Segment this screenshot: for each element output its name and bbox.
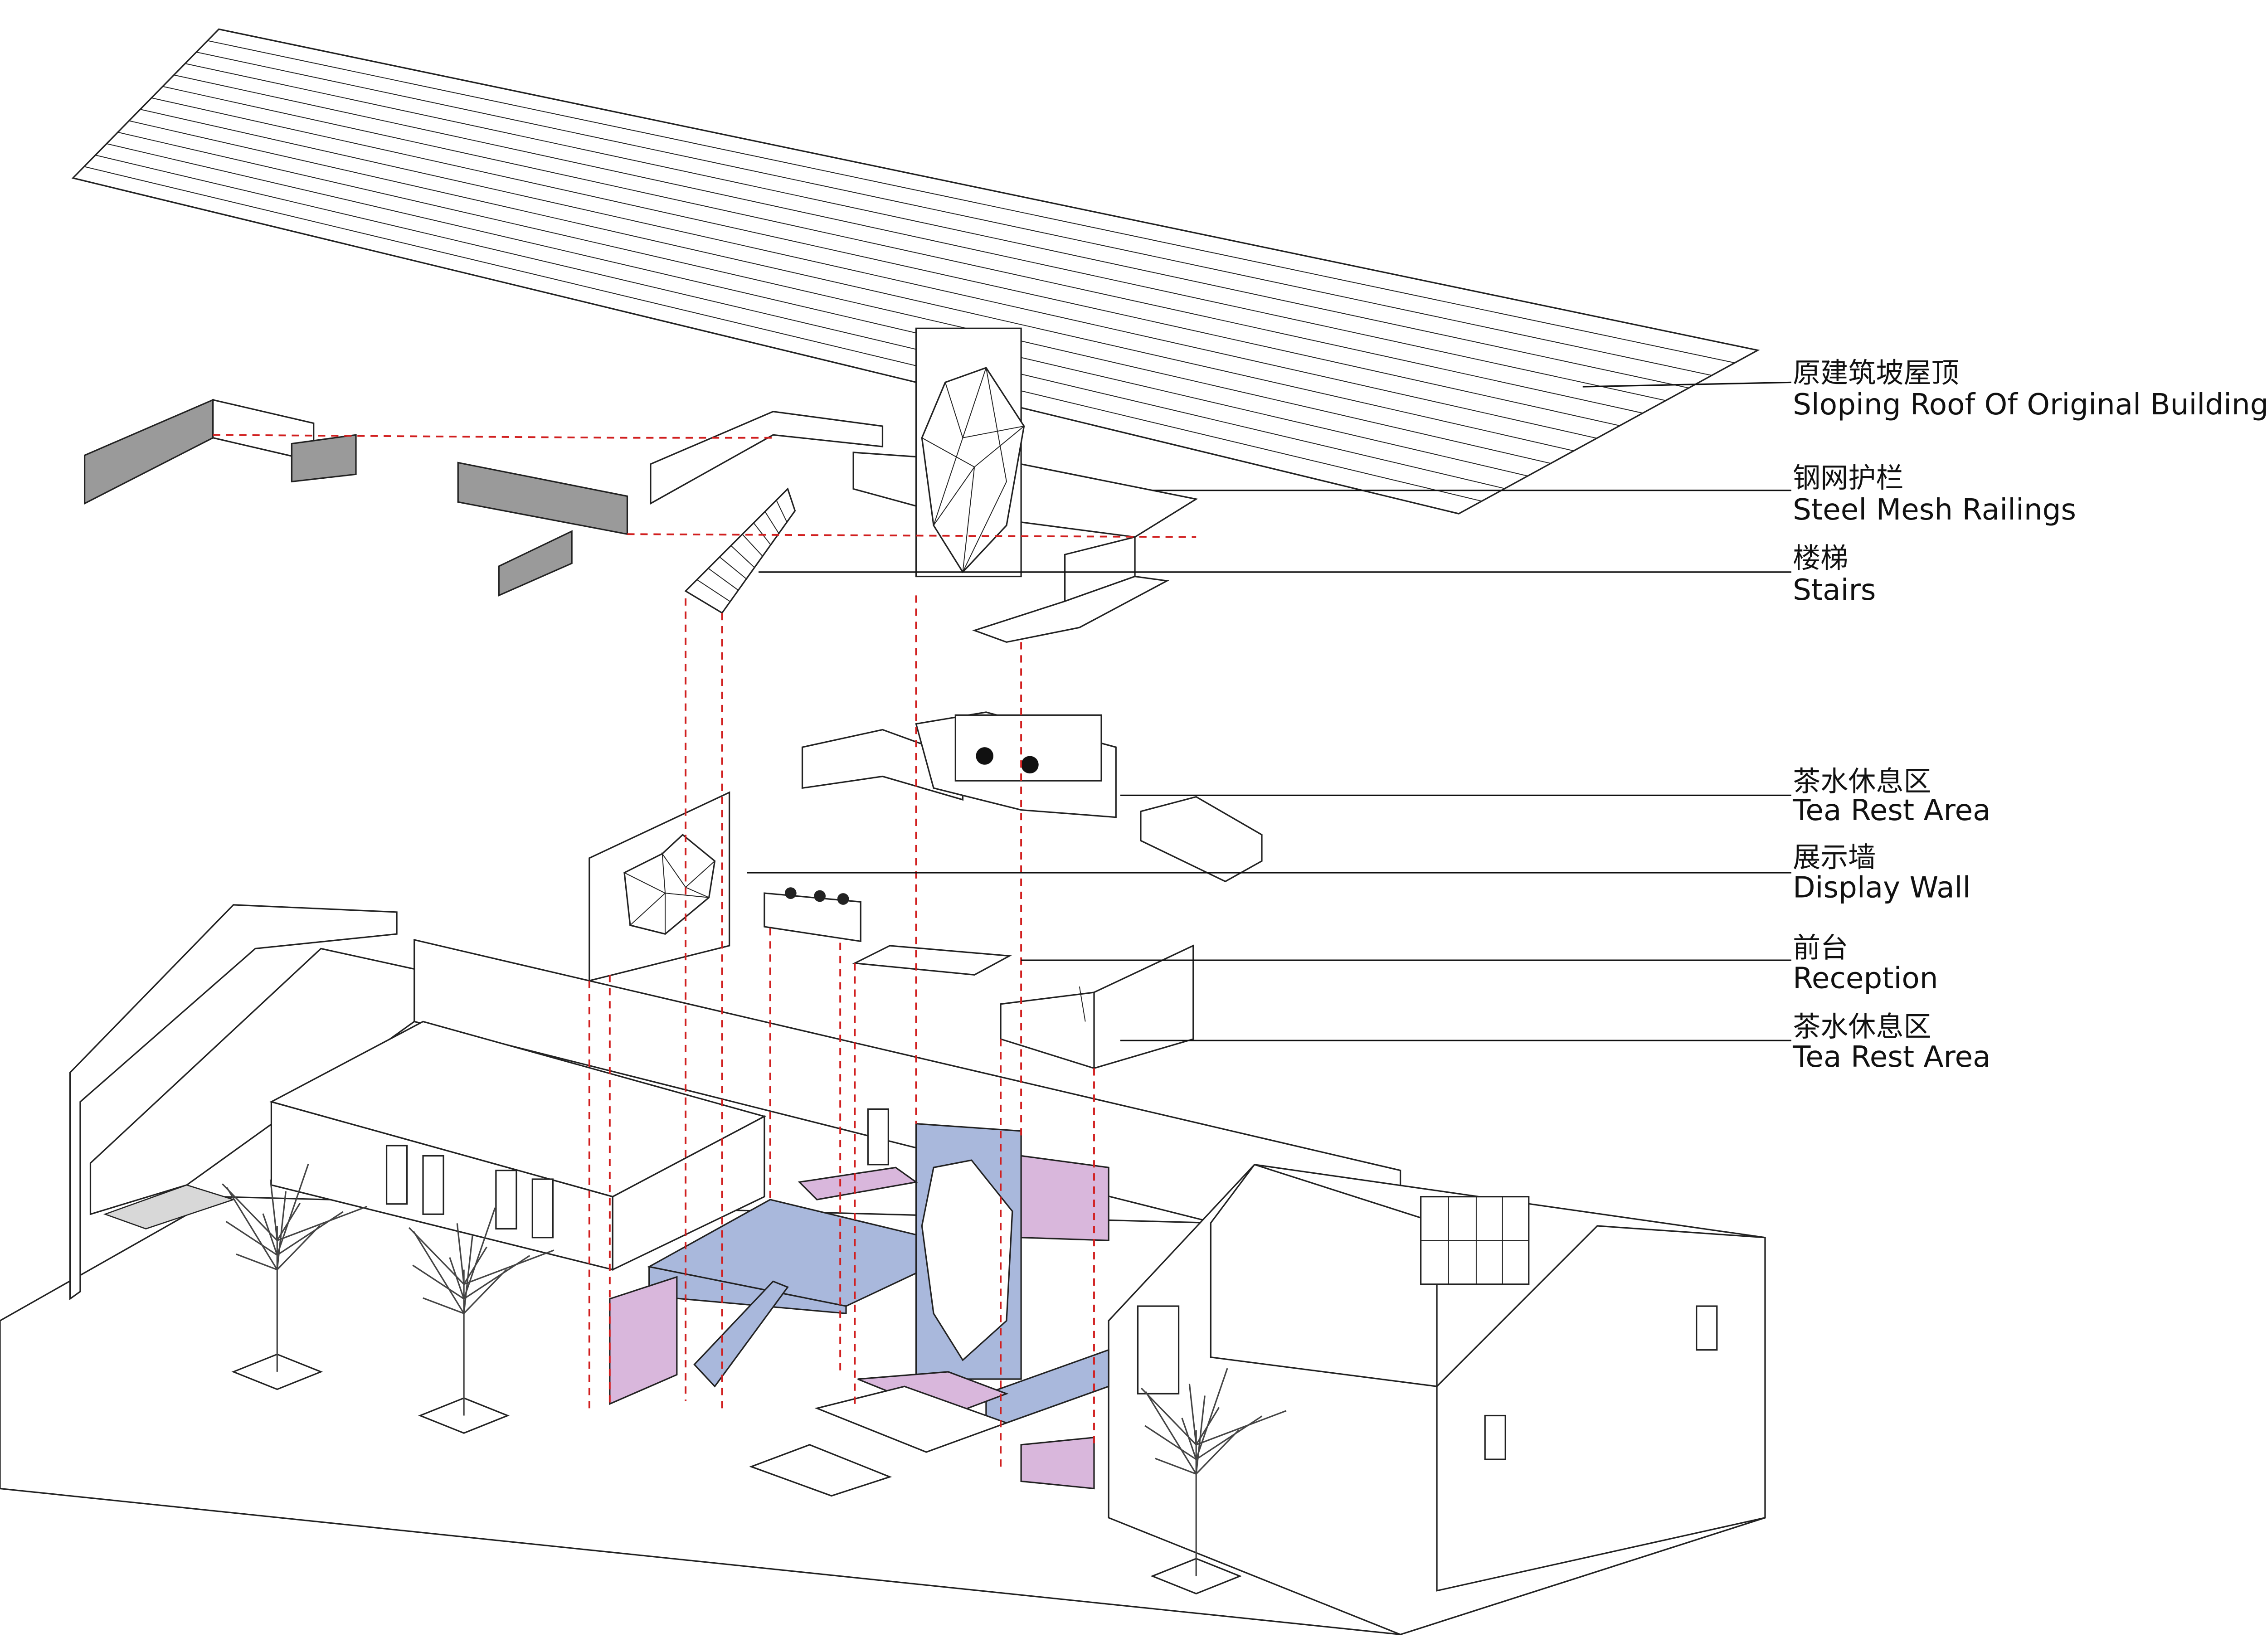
roof-slat [140, 109, 1597, 439]
reception-desk-floating [764, 887, 1012, 976]
tree-branch [409, 1227, 465, 1285]
tree-branch [463, 1249, 555, 1285]
tree-branch [269, 1179, 278, 1241]
roof-slat [129, 120, 1574, 452]
roof-slat [95, 155, 1505, 489]
label-tea-rest-2-zh: 茶水休息区 [1793, 1011, 1931, 1043]
tree-branch [423, 1297, 464, 1314]
label-tea-rest-2-en: Tea Rest Area [1792, 1040, 1991, 1074]
tree-branch [1141, 1387, 1197, 1446]
tree-branch [262, 1213, 278, 1255]
leader-lines [747, 381, 1791, 1041]
tree-branch [456, 1223, 465, 1284]
upper-faceted-panel [915, 327, 1025, 578]
label-reception-zh: 前台 [1793, 932, 1848, 964]
label-roof-zh: 原建筑坡屋顶 [1793, 357, 1959, 389]
label-display-wall-en: Display Wall [1793, 871, 1970, 905]
tree-branch [1196, 1429, 1240, 1475]
doors [385, 1108, 1718, 1460]
tree-branch [277, 1205, 368, 1241]
upper-floor-walls [83, 398, 1198, 643]
sloping-roof [71, 28, 1760, 515]
roof-slat [219, 29, 1758, 351]
roof-slat [174, 74, 1666, 401]
roof-slat [185, 63, 1689, 389]
tree-branch [1155, 1458, 1197, 1475]
tree-branch [226, 1187, 278, 1270]
stair-stringer [684, 487, 796, 614]
main-building [0, 904, 1766, 1636]
tree-branch [1145, 1391, 1197, 1475]
tree-branch [1195, 1395, 1206, 1474]
tree-branch [413, 1231, 465, 1314]
label-stairs-en: Stairs [1793, 573, 1876, 607]
tree-branch [222, 1183, 278, 1241]
tree-branch [225, 1220, 278, 1256]
roof-slat [117, 131, 1551, 464]
roof-slat [151, 97, 1620, 426]
label-display-wall-zh: 展示墙 [1793, 841, 1876, 874]
label-tea-rest-en: Tea Rest Area [1792, 793, 1991, 827]
tree-branch [276, 1163, 309, 1255]
stair-step [753, 522, 771, 545]
red-dashed-guides [213, 434, 1197, 1467]
tea-rest-area-upper [801, 711, 1263, 883]
stair-step [730, 545, 755, 568]
tree-branch [412, 1264, 464, 1300]
tree-branch [1196, 1410, 1287, 1446]
label-tea-rest-zh: 茶水休息区 [1793, 766, 1931, 798]
tree-branch [276, 1191, 287, 1270]
stair-step [787, 489, 796, 511]
roof-slat [73, 177, 1459, 515]
stair-step [685, 590, 723, 613]
roof-slat [196, 51, 1712, 376]
label-reception-en: Reception [1793, 961, 1938, 995]
label-roof-en: Sloping Roof Of Original Building [1793, 388, 2267, 422]
stair-step [776, 500, 788, 523]
tree-branch [1195, 1368, 1228, 1460]
tea-rest-area-lower [1000, 944, 1194, 1069]
tree-branch [463, 1268, 507, 1314]
tree-branch [276, 1203, 301, 1241]
label-railings-zh: 钢网护栏 [1793, 462, 1903, 494]
roof-slat [106, 143, 1528, 476]
stair-step [696, 579, 730, 602]
trees [222, 1163, 1287, 1594]
annotation-labels: 原建筑坡屋顶 Sloping Roof Of Original Building… [1792, 357, 2267, 1074]
tree-branch [1181, 1418, 1197, 1460]
tree-branch [463, 1235, 473, 1314]
tree-branch [236, 1254, 277, 1271]
tree-branch [1144, 1425, 1197, 1460]
tree-branch [277, 1225, 321, 1270]
stair-step [708, 568, 739, 591]
tree-branch [463, 1246, 487, 1285]
roof-slat [84, 166, 1482, 502]
roof-slat [207, 40, 1735, 364]
stair-step [764, 511, 779, 534]
stair-step [719, 556, 747, 579]
tree-branch [1188, 1384, 1197, 1445]
display-wall-panel [589, 791, 730, 982]
tree-branch [463, 1207, 496, 1299]
tree-branch [449, 1257, 465, 1299]
upper-stairs [684, 487, 796, 614]
label-stairs-zh: 楼梯 [1793, 542, 1848, 574]
label-railings-en: Steel Mesh Railings [1793, 493, 2076, 527]
roof-slat [162, 86, 1643, 414]
tree-branch [1195, 1407, 1220, 1445]
stair-step [742, 534, 763, 557]
